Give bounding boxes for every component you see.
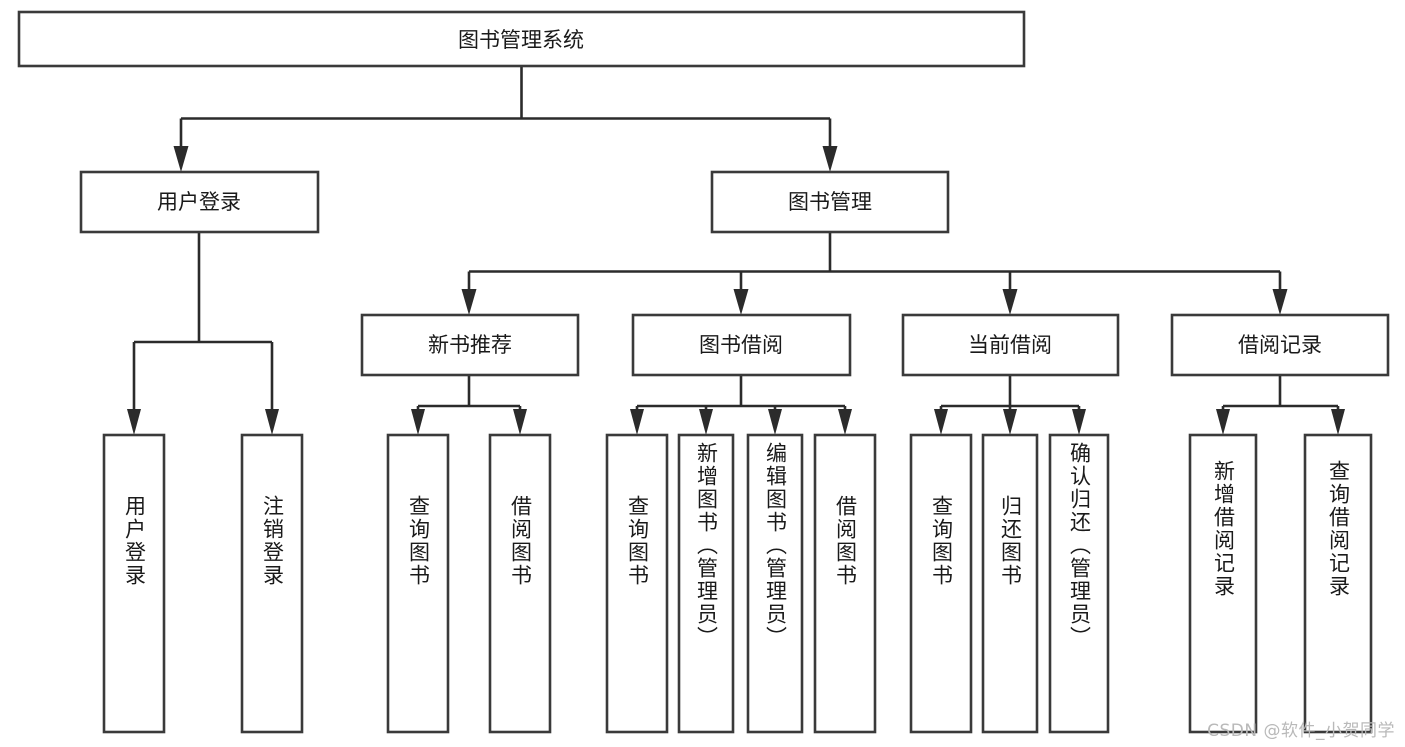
- node-new-book-recommend-label: 新书推荐: [428, 333, 512, 357]
- connector-group-bookborrow-leaves: [630, 375, 852, 435]
- connector-group-root: [173, 65, 838, 172]
- node-leaf-borrow-book-recommend-box[interactable]: [488, 433, 552, 734]
- node-borrow-record-label: 借阅记录: [1238, 333, 1322, 357]
- arrow-head-bookborrow-leaf4: [838, 409, 852, 435]
- arrow-head-userlogin-leaf2: [265, 409, 279, 435]
- node-current-borrow-box[interactable]: [901, 313, 1120, 377]
- node-leaf-query-book-borrow-box[interactable]: [605, 433, 669, 734]
- node-leaf-user-login-box[interactable]: [102, 433, 166, 734]
- node-current-borrow-label: 当前借阅: [968, 333, 1052, 357]
- node-book-management-box[interactable]: [710, 170, 950, 234]
- arrow-head-bookborrow-leaf3: [768, 409, 782, 435]
- node-book-management-label: 图书管理: [788, 190, 872, 214]
- node-leaf-borrow-book-box[interactable]: [813, 433, 877, 734]
- node-book-borrow-box[interactable]: [631, 313, 852, 377]
- node-leaf-add-book-box[interactable]: [677, 433, 735, 734]
- node-leaf-return-book-box[interactable]: [981, 433, 1039, 734]
- node-root-label: 图书管理系统: [458, 28, 584, 52]
- node-user-login-box[interactable]: [79, 170, 320, 234]
- watermark-text: CSDN @软件_小贺同学: [1207, 721, 1395, 741]
- arrow-head-currentborrow-leaf1: [934, 409, 948, 435]
- connector-group-currentborrow-leaves: [934, 375, 1086, 435]
- node-leaf-query-borrow-record-box[interactable]: [1303, 433, 1373, 734]
- node-leaf-confirm-return-box[interactable]: [1048, 433, 1110, 734]
- node-borrow-record-box[interactable]: [1170, 313, 1390, 377]
- connector-group-newbook-leaves: [411, 375, 527, 435]
- arrow-head-currentborrow-leaf2: [1003, 409, 1017, 435]
- arrow-head-newbook-leaf1: [411, 409, 425, 435]
- node-root-box[interactable]: [17, 10, 1026, 68]
- arrow-head-bookborrow-leaf1: [630, 409, 644, 435]
- arrow-head-bookborrow-leaf2: [699, 409, 713, 435]
- arrow-head-bookmgmt: [822, 146, 838, 172]
- arrow-head-currentborrow-leaf3: [1072, 409, 1086, 435]
- node-leaf-query-book-recommend-box[interactable]: [386, 433, 450, 734]
- node-leaf-edit-book-box[interactable]: [746, 433, 804, 734]
- node-book-borrow-label: 图书借阅: [699, 333, 783, 357]
- node-leaf-add-borrow-record-box[interactable]: [1188, 433, 1258, 734]
- arrow-head-userlogin: [173, 146, 189, 172]
- arrow-head-borrowrecord-leaf1: [1216, 409, 1230, 435]
- node-leaf-logout-box[interactable]: [240, 433, 304, 734]
- node-leaf-query-book-current-box[interactable]: [909, 433, 973, 734]
- arrow-head-currentborrow: [1002, 289, 1018, 315]
- node-new-book-recommend-box[interactable]: [360, 313, 580, 377]
- arrow-head-bookborrow: [733, 289, 749, 315]
- connector-group-borrowrecord-leaves: [1216, 375, 1345, 435]
- connector-group-userlogin-leaves: [127, 232, 279, 435]
- connector-group-bookmgmt: [461, 232, 1288, 315]
- arrow-head-newbook: [461, 289, 477, 315]
- arrow-head-borrowrecord: [1272, 289, 1288, 315]
- arrow-head-borrowrecord-leaf2: [1331, 409, 1345, 435]
- arrow-head-userlogin-leaf1: [127, 409, 141, 435]
- node-user-login-label: 用户登录: [157, 190, 241, 214]
- arrow-head-newbook-leaf2: [513, 409, 527, 435]
